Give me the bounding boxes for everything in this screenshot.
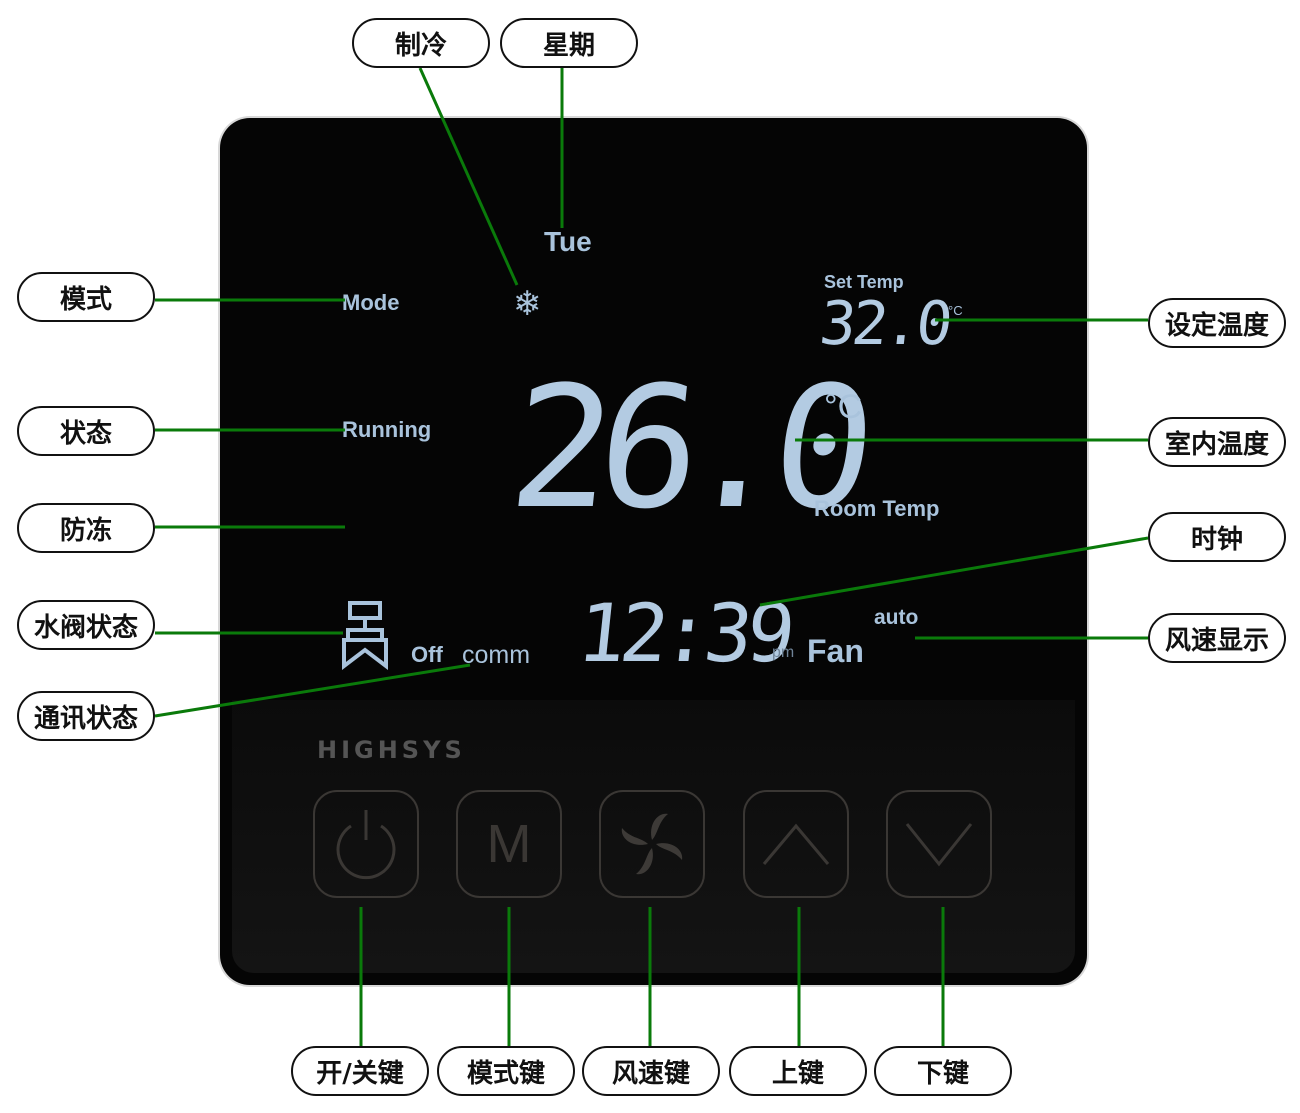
- weekday-text: Tue: [544, 226, 592, 257]
- leader-clock: [759, 536, 1149, 607]
- mode-button-glyph: M: [486, 814, 532, 874]
- comm-text: comm: [462, 641, 531, 669]
- callout-valve: 水阀状态: [17, 600, 155, 650]
- fan-text: Fan: [807, 633, 864, 669]
- set-temp-label: Set Temp: [824, 272, 904, 292]
- mode-button[interactable]: M: [456, 790, 562, 898]
- mode-text: Mode: [342, 290, 400, 315]
- brand-logo: HIGHSYS: [317, 736, 466, 764]
- leader-cooling: [418, 67, 519, 286]
- callout-mode: 模式: [17, 272, 155, 322]
- set-temp-unit: °C: [948, 303, 963, 318]
- up-button[interactable]: [743, 790, 849, 898]
- callout-state: 状态: [17, 406, 155, 456]
- snowflake-icon: ❄: [513, 285, 542, 323]
- valve-state-text: Off: [411, 642, 443, 667]
- callout-antifreeze: 防冻: [17, 503, 155, 553]
- running-text: Running: [342, 417, 432, 442]
- callout-set-temp: 设定温度: [1148, 298, 1286, 348]
- callout-weekday: 星期: [500, 18, 638, 68]
- fan-speed-text: auto: [874, 606, 919, 629]
- callout-comm: 通讯状态: [17, 691, 155, 741]
- callout-up-key: 上键: [729, 1046, 867, 1096]
- ampm-text: pm: [772, 644, 795, 661]
- callout-power-key: 开/关键: [291, 1046, 429, 1096]
- chevron-up-icon: [762, 823, 830, 865]
- room-temp-unit: °C: [824, 388, 863, 426]
- power-button[interactable]: [313, 790, 419, 898]
- fan-speed-button[interactable]: [599, 790, 705, 898]
- room-temp-label: Room Temp: [814, 496, 940, 521]
- callout-clock: 时钟: [1148, 512, 1286, 562]
- callout-fan-display: 风速显示: [1148, 613, 1286, 663]
- callout-cooling: 制冷: [352, 18, 490, 68]
- callout-room-temp: 室内温度: [1148, 417, 1286, 467]
- callout-down-key: 下键: [874, 1046, 1012, 1096]
- fan-icon: [621, 813, 683, 875]
- down-button[interactable]: [886, 790, 992, 898]
- leader-comm: [154, 663, 471, 718]
- chevron-down-icon: [905, 823, 973, 867]
- valve-icon: [342, 601, 388, 670]
- callout-mode-key: 模式键: [437, 1046, 575, 1096]
- power-icon: [336, 810, 396, 880]
- callout-fan-key: 风速键: [582, 1046, 720, 1096]
